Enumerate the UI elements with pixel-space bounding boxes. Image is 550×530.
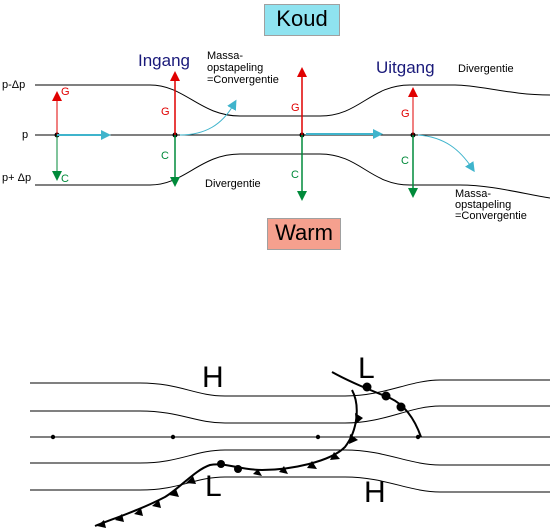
front-tri-10 <box>134 508 143 516</box>
warm-front-line <box>331 371 422 438</box>
front-tri-6 <box>253 469 262 476</box>
front-bump-b <box>217 460 225 468</box>
map-isobar-2 <box>30 405 550 424</box>
map-isobar-5 <box>30 476 550 493</box>
map-dot-3 <box>315 434 321 440</box>
cold-front-line <box>94 389 358 527</box>
front-tri-4 <box>307 461 317 469</box>
cold-title-box: Koud <box>264 4 340 36</box>
map-dot-2 <box>170 434 176 440</box>
divergence-label-2: Divergentie <box>458 63 514 75</box>
entrance-label: Ingang <box>138 51 190 70</box>
map-isobar-4 <box>30 449 550 466</box>
level-label-lower: p+ Δp <box>2 172 31 184</box>
isobar-lower <box>35 153 550 199</box>
level-label-middle: p <box>22 129 28 141</box>
front-tri-11 <box>115 514 124 522</box>
high-label-2: H <box>364 476 386 509</box>
isobar-upper <box>35 84 550 117</box>
warm-front-bump-1 <box>362 382 372 392</box>
g-label-4: G <box>401 108 410 120</box>
c-label-2: C <box>161 150 169 162</box>
front-tri-1 <box>355 413 363 424</box>
level-label-upper: p-Δp <box>2 79 25 91</box>
warm-front-bump-2 <box>381 391 391 401</box>
c-label-3: C <box>291 169 299 181</box>
g-label-2: G <box>161 106 170 118</box>
low-label-2: L <box>205 470 222 503</box>
front-tri-9 <box>152 500 161 508</box>
divergence-label-1: Divergentie <box>205 178 261 190</box>
map-isobar-1 <box>30 379 550 397</box>
front-bump-a <box>234 465 242 473</box>
front-tri-2 <box>349 434 358 444</box>
flow-arrow-4 <box>417 134 475 173</box>
warm-front-bump-3 <box>396 402 406 412</box>
front-tri-7 <box>186 476 196 484</box>
warm-title-box: Warm <box>267 218 341 250</box>
front-tri-12 <box>97 520 106 528</box>
map-dot-1 <box>50 434 56 440</box>
c-label-1: C <box>61 173 69 185</box>
low-label-1: L <box>358 352 375 385</box>
front-tri-8 <box>169 489 179 497</box>
mass-accumulation-label-2: Massa- opstapeling =Convergentie <box>455 188 527 222</box>
exit-label: Uitgang <box>376 58 435 77</box>
front-tri-5 <box>279 466 288 474</box>
high-label-1: H <box>202 361 224 394</box>
front-tri-3 <box>330 452 340 460</box>
g-label-1: G <box>61 86 70 98</box>
g-label-3: G <box>291 102 300 114</box>
flow-arrow-2 <box>179 99 237 136</box>
map-dot-4 <box>415 434 421 440</box>
c-label-4: C <box>401 155 409 167</box>
mass-accumulation-label-1: Massa- opstapeling =Convergentie <box>207 50 279 86</box>
